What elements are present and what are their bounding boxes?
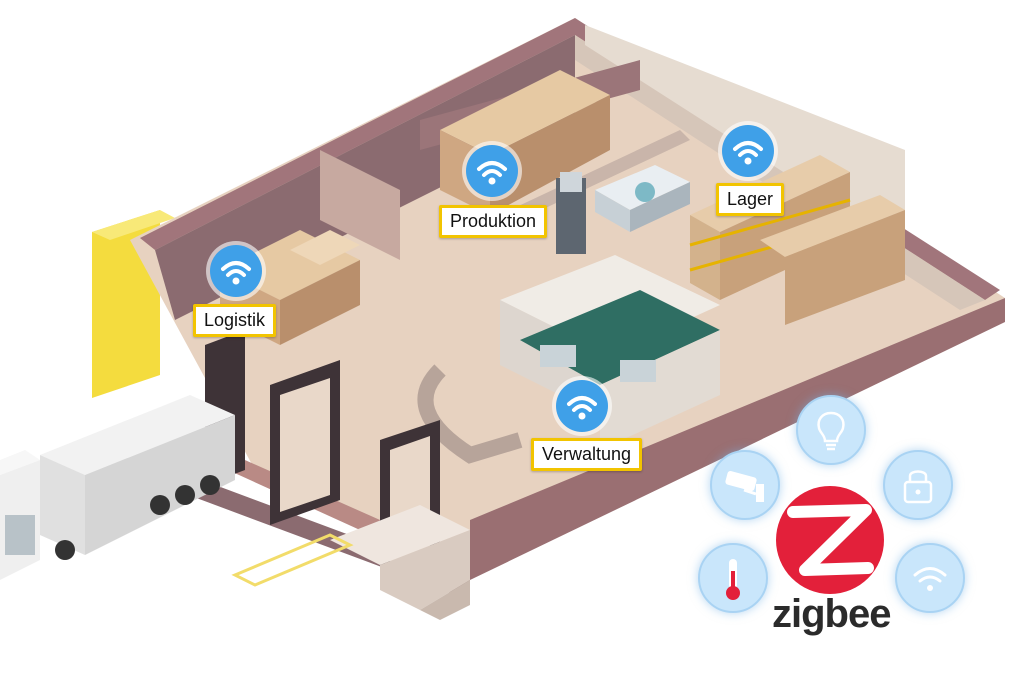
wifi-badge-produktion (466, 145, 518, 197)
divider-wall-1 (320, 150, 400, 260)
zone-label-logistik: Logistik (193, 304, 277, 337)
zone-label-verwaltung: Verwaltung (531, 438, 643, 471)
wifi-icon (733, 141, 763, 165)
back-left-wall-top (140, 18, 575, 250)
iot-bubble-wifi (895, 543, 965, 613)
wifi-badge-verwaltung (556, 380, 608, 432)
divider-wall-3 (510, 130, 690, 220)
thermometer-icon (726, 559, 740, 600)
wifi-icon (567, 396, 597, 420)
zone-label-lager: Lager (716, 183, 785, 216)
wifi-icon (221, 261, 251, 285)
iot-bubble-lock (883, 450, 953, 520)
wifi-badge-logistik (210, 245, 262, 297)
floor-marking (231, 533, 354, 587)
zone-label-produktion: Produktion (439, 205, 548, 238)
wifi-icon (477, 161, 507, 185)
production-machines (556, 165, 690, 254)
loading-stairs (330, 505, 470, 620)
zigbee-wordmark: zigbee (772, 592, 891, 636)
iot-bubble-thermometer (698, 543, 768, 613)
wifi-badge-lager (722, 125, 774, 177)
padlock-icon (903, 470, 933, 504)
lightbulb-icon (817, 411, 845, 451)
zigbee-logo-mark (776, 486, 884, 594)
front-right-wall (470, 298, 1005, 580)
iot-bubble-camera (710, 450, 780, 520)
iot-bubble-light (796, 395, 866, 465)
yellow-wall-top (92, 210, 175, 240)
security-camera-icon (725, 471, 764, 502)
conveyor-belt (417, 364, 523, 464)
wifi-icon (913, 567, 947, 591)
truck (0, 395, 235, 580)
office-room (500, 255, 720, 450)
